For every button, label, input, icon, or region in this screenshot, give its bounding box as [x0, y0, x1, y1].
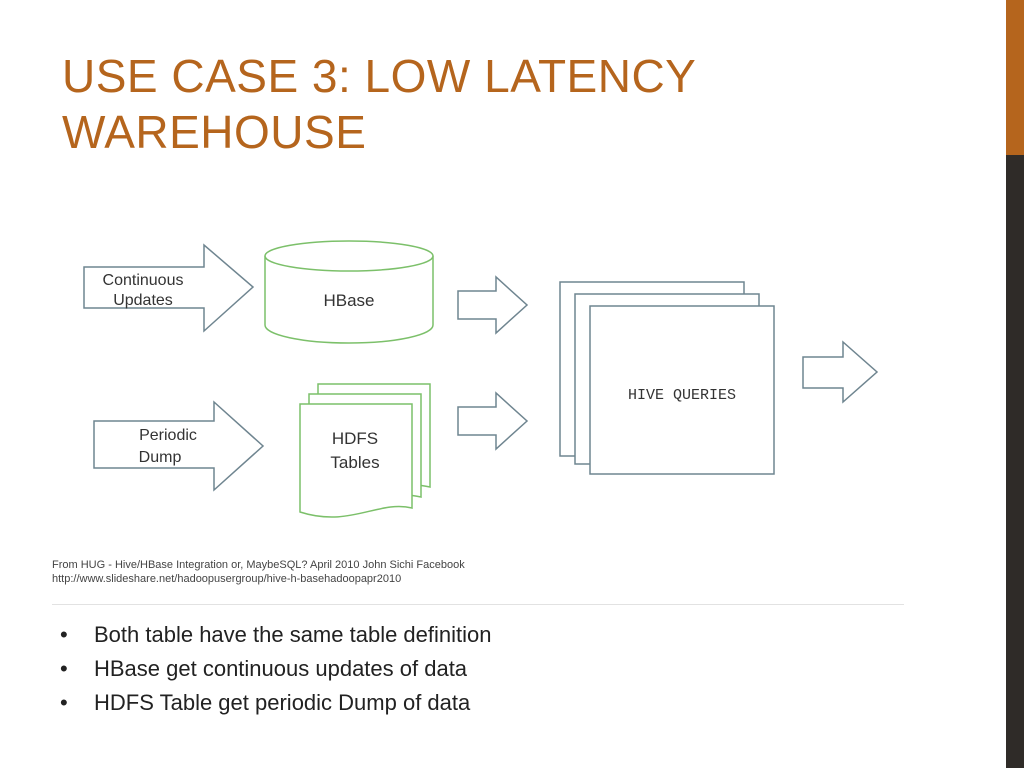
source-credit-line-1: From HUG - Hive/HBase Integration or, Ma… — [52, 559, 465, 571]
slide-title-line-1: USE CASE 3: LOW LATENCY — [62, 50, 697, 102]
periodic-dump-label-line-1: Periodic — [139, 427, 197, 444]
bullet-dot: • — [60, 656, 68, 681]
source-credit-url: http://www.slideshare.net/hadoopusergrou… — [52, 573, 402, 585]
architecture-diagram: Continuous Updates HBase Periodic Dump H… — [83, 240, 879, 518]
continuous-updates-label-line-1: Continuous — [103, 272, 184, 289]
divider-line — [52, 604, 904, 605]
bullet-dot: • — [60, 622, 68, 647]
bullet-dot: • — [60, 690, 68, 715]
hdfs-label-line-1: HDFS — [332, 429, 378, 448]
slide-sidebar — [1006, 0, 1024, 768]
source-credit: From HUG - Hive/HBase Integration or, Ma… — [52, 558, 465, 586]
hive-queries-label: HIVE QUERIES — [628, 387, 736, 404]
bullet-item: • HBase get continuous updates of data — [60, 654, 492, 688]
slide-title: USE CASE 3: LOW LATENCY WAREHOUSE — [62, 48, 962, 160]
hdfs-tables-stack: HDFS Tables — [299, 383, 431, 518]
bullet-item: • Both table have the same table definit… — [60, 620, 492, 654]
bullet-text: Both table have the same table definitio… — [94, 622, 492, 647]
hbase-label: HBase — [323, 291, 374, 310]
hdfs-label-line-2: Tables — [330, 453, 379, 472]
bullet-item: • HDFS Table get periodic Dump of data — [60, 688, 492, 722]
hbase-cylinder: HBase — [264, 240, 434, 344]
bullet-text: HBase get continuous updates of data — [94, 656, 468, 681]
hive-output-arrow — [802, 340, 879, 404]
continuous-updates-label-line-2: Updates — [113, 292, 173, 309]
bullet-list: • Both table have the same table definit… — [60, 620, 492, 722]
bullet-text: HDFS Table get periodic Dump of data — [94, 690, 471, 715]
slide-sidebar-accent — [1006, 0, 1024, 155]
hbase-to-hive-arrow — [457, 275, 529, 335]
periodic-dump-label-line-2: Dump — [139, 449, 182, 466]
continuous-updates-arrow: Continuous Updates — [83, 243, 255, 333]
hive-queries-stack: HIVE QUERIES — [559, 281, 775, 475]
hdfs-to-hive-arrow — [457, 391, 529, 451]
slide-title-line-2: WAREHOUSE — [62, 106, 367, 158]
periodic-dump-arrow: Periodic Dump — [93, 400, 265, 492]
